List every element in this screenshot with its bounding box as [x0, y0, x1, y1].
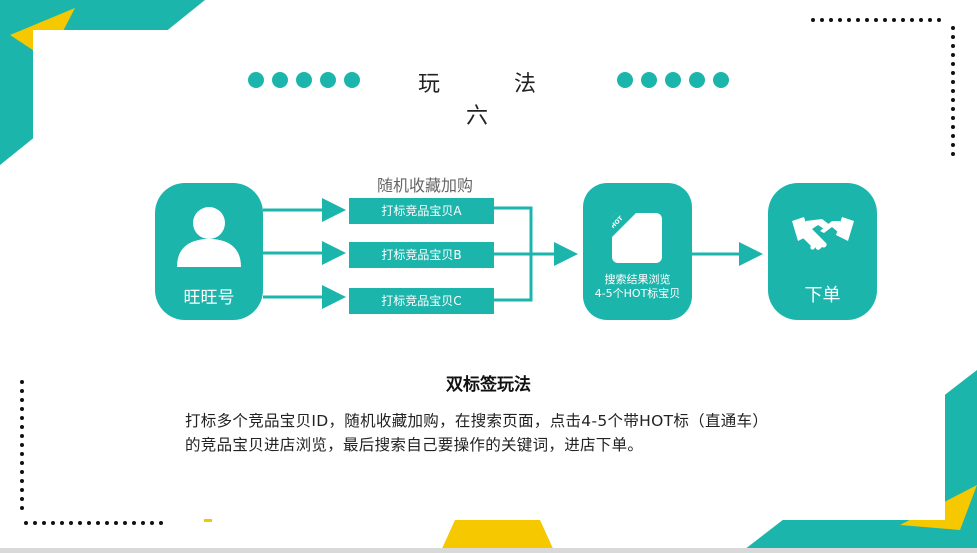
section-heading: 双标签玩法 — [446, 375, 531, 395]
tag-competitor-c: 打标竞品宝贝C — [349, 288, 494, 314]
search-label-line1: 搜索结果浏览 — [604, 273, 671, 286]
search-label-line2: 4-5个HOT标宝贝 — [594, 287, 681, 300]
user-icon — [177, 207, 241, 267]
page-title: 玩 法 六 — [417, 72, 584, 129]
hot-tag-icon: HOT — [612, 213, 662, 263]
node-order: 下单 — [768, 183, 877, 320]
yellow-shape-bottom — [440, 520, 555, 553]
tag-competitor-b: 打标竞品宝贝B — [349, 242, 494, 268]
node-wangwang: 旺旺号 — [155, 183, 263, 320]
yellow-mark — [204, 519, 212, 522]
bottom-band — [0, 548, 977, 553]
node-search-results: HOT 搜索结果浏览 4-5个HOT标宝贝 — [583, 183, 692, 320]
handshake-icon — [792, 217, 854, 250]
description-line-1: 打标多个竞品宝贝ID，随机收藏加购，在搜索页面，点击4-5个带HOT标（直通车） — [185, 412, 769, 430]
node-wangwang-label: 旺旺号 — [183, 288, 235, 308]
node-order-label: 下单 — [804, 285, 841, 306]
tag-competitor-a: 打标竞品宝贝A — [349, 198, 494, 224]
random-favorite-label: 随机收藏加购 — [376, 176, 473, 195]
description-line-2: 的竞品宝贝进店浏览，最后搜索自己要操作的关键词，进店下单。 — [185, 436, 644, 454]
title-dots-right — [617, 72, 729, 88]
title-dots-left — [248, 72, 360, 88]
description: 打标多个竞品宝贝ID，随机收藏加购，在搜索页面，点击4-5个带HOT标（直通车）… — [185, 409, 865, 457]
